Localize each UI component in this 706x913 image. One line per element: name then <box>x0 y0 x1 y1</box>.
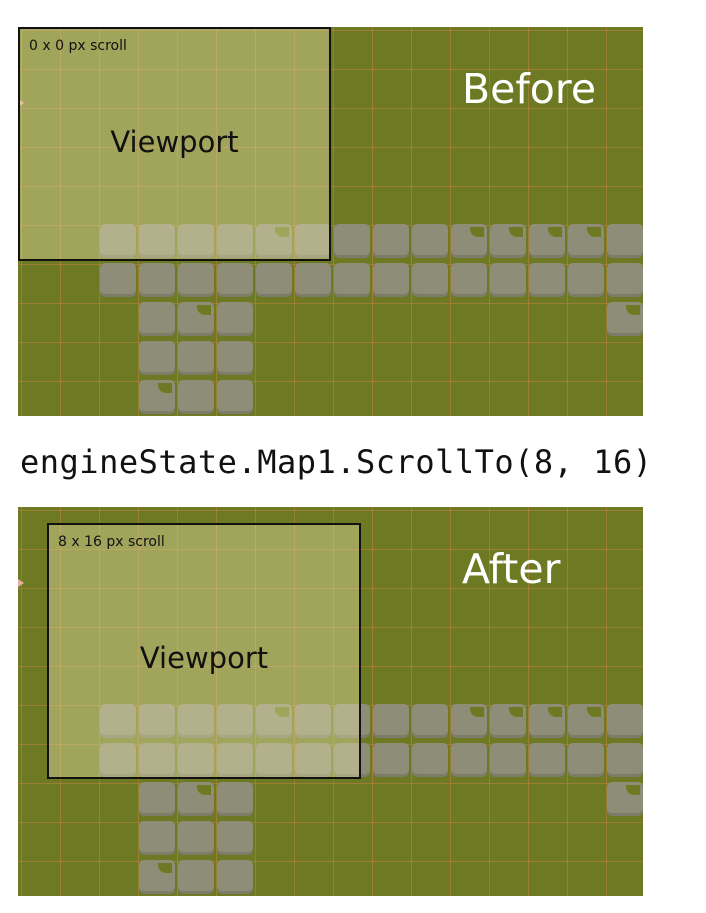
stone-tile <box>451 263 487 297</box>
stone-tile <box>607 263 643 297</box>
viewport-label: Viewport <box>110 125 239 159</box>
stone-tile <box>451 224 487 258</box>
stone-tile <box>334 743 370 777</box>
stone-tile <box>217 743 253 777</box>
stone-tile <box>490 224 526 258</box>
stone-tile <box>178 224 214 258</box>
stone-tile <box>490 743 526 777</box>
stone-tile <box>139 743 175 777</box>
stone-tile <box>100 704 136 738</box>
stone-tile <box>100 743 136 777</box>
stone-tile <box>607 302 643 336</box>
stone-tile <box>607 782 643 816</box>
stone-tile <box>217 380 253 414</box>
stone-tile <box>334 704 370 738</box>
stone-tile <box>373 743 409 777</box>
stone-tile <box>256 704 292 738</box>
map-edge-marker <box>18 99 24 107</box>
before-map-panel: Before 0 x 0 px scroll Viewport <box>18 27 643 416</box>
map-tiles <box>18 507 643 896</box>
stone-tile <box>529 704 565 738</box>
stone-tile <box>139 704 175 738</box>
stone-tile <box>139 860 175 894</box>
stone-tile <box>217 860 253 894</box>
stone-tile <box>178 302 214 336</box>
stone-tile <box>373 704 409 738</box>
stone-tile <box>139 782 175 816</box>
stone-tile <box>217 263 253 297</box>
stone-tile <box>217 821 253 855</box>
stone-tile <box>217 782 253 816</box>
stone-tile <box>139 224 175 258</box>
stone-tile <box>256 263 292 297</box>
stone-tile <box>295 224 331 258</box>
map-edge-marker <box>18 579 24 587</box>
stone-tile <box>178 341 214 375</box>
scroll-offset-label: 0 x 0 px scroll <box>29 38 127 54</box>
stone-tile <box>139 341 175 375</box>
stone-tile <box>178 821 214 855</box>
before-label: Before <box>462 65 597 113</box>
stone-tile <box>607 743 643 777</box>
stone-tile <box>490 704 526 738</box>
stone-tile <box>139 302 175 336</box>
stone-tile <box>178 782 214 816</box>
map-tiles <box>18 27 643 416</box>
stone-tile <box>100 224 136 258</box>
stone-tile <box>217 704 253 738</box>
stone-tile <box>178 380 214 414</box>
viewport-rect: 8 x 16 px scroll Viewport <box>47 523 361 779</box>
stone-tile <box>373 263 409 297</box>
stone-tile <box>256 743 292 777</box>
stone-tile <box>178 704 214 738</box>
stone-tile <box>490 263 526 297</box>
stone-tile <box>334 224 370 258</box>
stone-tile <box>139 821 175 855</box>
stone-tile <box>295 743 331 777</box>
after-map-panel: After 8 x 16 px scroll Viewport <box>18 507 643 896</box>
stone-tile <box>568 704 604 738</box>
stone-tile <box>451 743 487 777</box>
stone-tile <box>100 263 136 297</box>
stone-tile <box>607 704 643 738</box>
stone-tile <box>217 341 253 375</box>
stone-tile <box>178 743 214 777</box>
stone-tile <box>295 704 331 738</box>
stone-tile <box>178 263 214 297</box>
stone-tile <box>139 380 175 414</box>
stone-tile <box>529 224 565 258</box>
stone-tile <box>295 263 331 297</box>
stone-tile <box>568 743 604 777</box>
stone-tile <box>334 263 370 297</box>
stone-tile <box>412 704 448 738</box>
stone-tile <box>256 224 292 258</box>
stone-tile <box>568 224 604 258</box>
stone-tile <box>529 743 565 777</box>
stone-tile <box>568 263 604 297</box>
stone-tile <box>412 263 448 297</box>
stone-tile <box>178 860 214 894</box>
stone-tile <box>217 302 253 336</box>
scroll-code-line: engineState.Map1.ScrollTo(8, 16) <box>20 443 653 481</box>
stone-tile <box>529 263 565 297</box>
stone-tile <box>139 263 175 297</box>
scroll-offset-label: 8 x 16 px scroll <box>58 534 165 550</box>
viewport-label: Viewport <box>139 641 269 675</box>
stone-tile <box>217 224 253 258</box>
stone-tile <box>373 224 409 258</box>
stone-tile <box>607 224 643 258</box>
stone-tile <box>412 743 448 777</box>
stone-tile <box>451 704 487 738</box>
viewport-rect: 0 x 0 px scroll Viewport <box>18 27 331 261</box>
stone-tile <box>412 224 448 258</box>
after-label: After <box>462 545 561 593</box>
